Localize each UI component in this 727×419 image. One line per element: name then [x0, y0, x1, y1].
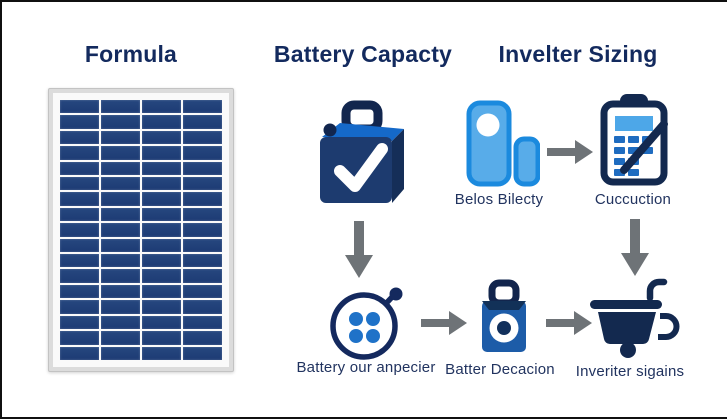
solar-cell — [101, 284, 140, 299]
frame-left-edge — [0, 0, 2, 419]
solar-cell — [142, 300, 181, 314]
solar-cell — [60, 300, 99, 314]
solar-cell — [142, 130, 181, 145]
solar-cell — [60, 130, 99, 145]
battery-ring-icon — [482, 279, 526, 352]
right-arrow-icon — [546, 311, 592, 335]
solar-cell — [142, 331, 181, 345]
solar-cell — [60, 315, 99, 330]
solar-panel-grid — [60, 100, 222, 360]
solar-cell — [101, 192, 140, 206]
solar-cell — [101, 254, 140, 268]
solar-cell — [60, 115, 99, 129]
solar-cell — [183, 300, 222, 314]
solar-cell — [183, 207, 222, 222]
solar-cell — [142, 192, 181, 206]
solar-cell — [60, 254, 99, 268]
solar-cell — [183, 331, 222, 345]
solar-cell — [60, 284, 99, 299]
solar-cell — [101, 269, 140, 283]
right-arrow-icon — [547, 140, 593, 164]
solar-cell — [183, 177, 222, 191]
solar-cell — [183, 346, 222, 360]
solar-cell — [183, 223, 222, 237]
solar-cell — [142, 115, 181, 129]
solar-panel-inner-frame — [53, 93, 229, 367]
solar-cell — [142, 238, 181, 253]
frame-bottom-edge — [0, 417, 727, 419]
solar-cell — [142, 269, 181, 283]
solar-cell — [183, 115, 222, 129]
solar-cell — [60, 192, 99, 206]
inverter-cart-icon — [590, 278, 680, 358]
solar-cell — [101, 207, 140, 222]
solar-cell — [60, 223, 99, 237]
solar-cell — [101, 346, 140, 360]
solar-cell — [101, 130, 140, 145]
solar-cell — [60, 331, 99, 345]
solar-cell — [142, 315, 181, 330]
magnifier-dots-icon — [330, 287, 403, 360]
solar-cell — [101, 300, 140, 314]
solar-cell — [142, 161, 181, 176]
right-arrow-icon — [421, 311, 467, 335]
header-formula: Formula — [84, 41, 178, 67]
down-arrow-icon — [345, 221, 373, 278]
solar-cell — [101, 161, 140, 176]
header-battery-capacity: Battery Capacty — [273, 41, 453, 67]
solar-cell — [142, 346, 181, 360]
solar-cell — [60, 146, 99, 160]
solar-cell — [60, 238, 99, 253]
solar-cell — [183, 146, 222, 160]
solar-cell — [101, 238, 140, 253]
solar-cell — [183, 130, 222, 145]
solar-cell — [142, 100, 181, 114]
solar-cell — [142, 146, 181, 160]
solar-cell — [142, 254, 181, 268]
inverter-label: Inveriter sigains — [575, 363, 685, 380]
solar-cell — [101, 100, 140, 114]
solar-panel-image — [48, 88, 234, 372]
solar-cell — [183, 284, 222, 299]
solar-cell — [142, 284, 181, 299]
solar-cell — [183, 238, 222, 253]
solar-cell — [183, 269, 222, 283]
solar-cell — [60, 161, 99, 176]
solar-cell — [101, 177, 140, 191]
decision-label: Batter Decacion — [445, 361, 555, 378]
solar-cell — [183, 192, 222, 206]
solar-cell — [60, 269, 99, 283]
solar-cell — [101, 331, 140, 345]
solar-cell — [60, 177, 99, 191]
frame-top-edge — [0, 0, 727, 2]
battery-level-bars-icon — [466, 100, 540, 187]
solar-cell — [183, 161, 222, 176]
solar-cell — [183, 315, 222, 330]
solar-cell — [101, 146, 140, 160]
solar-cell — [142, 207, 181, 222]
battery-check-icon — [320, 100, 404, 203]
solar-cell — [183, 100, 222, 114]
below-capacity-label: Belos Bilecty — [454, 191, 544, 208]
inspection-label: Battery our anpecier — [296, 359, 436, 376]
solar-cell — [142, 177, 181, 191]
header-inverter-sizing: Invelter Sizing — [498, 41, 658, 67]
solar-cell — [101, 115, 140, 129]
solar-cell — [101, 315, 140, 330]
down-arrow-icon — [621, 219, 649, 276]
calculation-label: Cuccuction — [594, 191, 672, 208]
solar-cell — [60, 346, 99, 360]
solar-cell — [142, 223, 181, 237]
solar-cell — [101, 223, 140, 237]
solar-cell — [60, 207, 99, 222]
solar-cell — [183, 254, 222, 268]
solar-cell — [60, 100, 99, 114]
calculator-clipboard-icon — [600, 94, 668, 186]
